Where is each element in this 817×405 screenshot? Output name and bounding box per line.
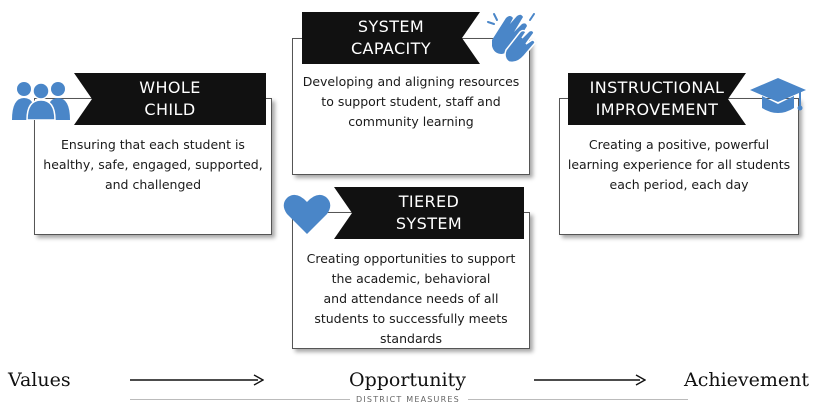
system-capacity-description: Developing and aligning resources to sup… bbox=[302, 74, 520, 129]
instructional-improvement-title-line1: INSTRUCTIONAL bbox=[589, 78, 725, 97]
clapping-hands-icon bbox=[484, 10, 540, 68]
system-capacity-title-line1: SYSTEM bbox=[357, 17, 425, 36]
arrow-right-icon bbox=[130, 373, 265, 387]
tiered-system-banner: TIERED SYSTEM bbox=[334, 187, 524, 239]
whole-child-banner: WHOLE CHILD bbox=[74, 73, 266, 125]
district-measures-label: DISTRICT MEASURES bbox=[356, 395, 460, 404]
system-capacity-banner: SYSTEM CAPACITY bbox=[302, 12, 480, 64]
achievement-label: Achievement bbox=[684, 369, 810, 391]
people-group-icon bbox=[10, 80, 72, 121]
whole-child-description: Ensuring that each student is healthy, s… bbox=[43, 137, 263, 192]
tiered-system-description: Creating opportunities to support the ac… bbox=[306, 251, 516, 346]
arrow-right-icon bbox=[534, 373, 647, 387]
system-capacity-title-line2: CAPACITY bbox=[350, 39, 432, 58]
divider-line-right bbox=[468, 399, 688, 400]
graduation-cap-icon bbox=[748, 76, 808, 120]
whole-child-title-line2: CHILD bbox=[144, 100, 196, 119]
tiered-system-title-line2: SYSTEM bbox=[395, 214, 463, 233]
instructional-improvement-title-line2: IMPROVEMENT bbox=[595, 100, 719, 119]
values-label: Values bbox=[8, 369, 71, 391]
divider-line-left bbox=[130, 399, 350, 400]
opportunity-label: Opportunity bbox=[349, 369, 466, 391]
instructional-improvement-description: Creating a positive, powerful learning e… bbox=[567, 137, 791, 192]
heart-icon bbox=[282, 192, 332, 236]
whole-child-title-line1: WHOLE bbox=[139, 78, 201, 97]
instructional-improvement-banner: INSTRUCTIONAL IMPROVEMENT bbox=[568, 73, 746, 125]
tiered-system-title-line1: TIERED bbox=[398, 192, 460, 211]
